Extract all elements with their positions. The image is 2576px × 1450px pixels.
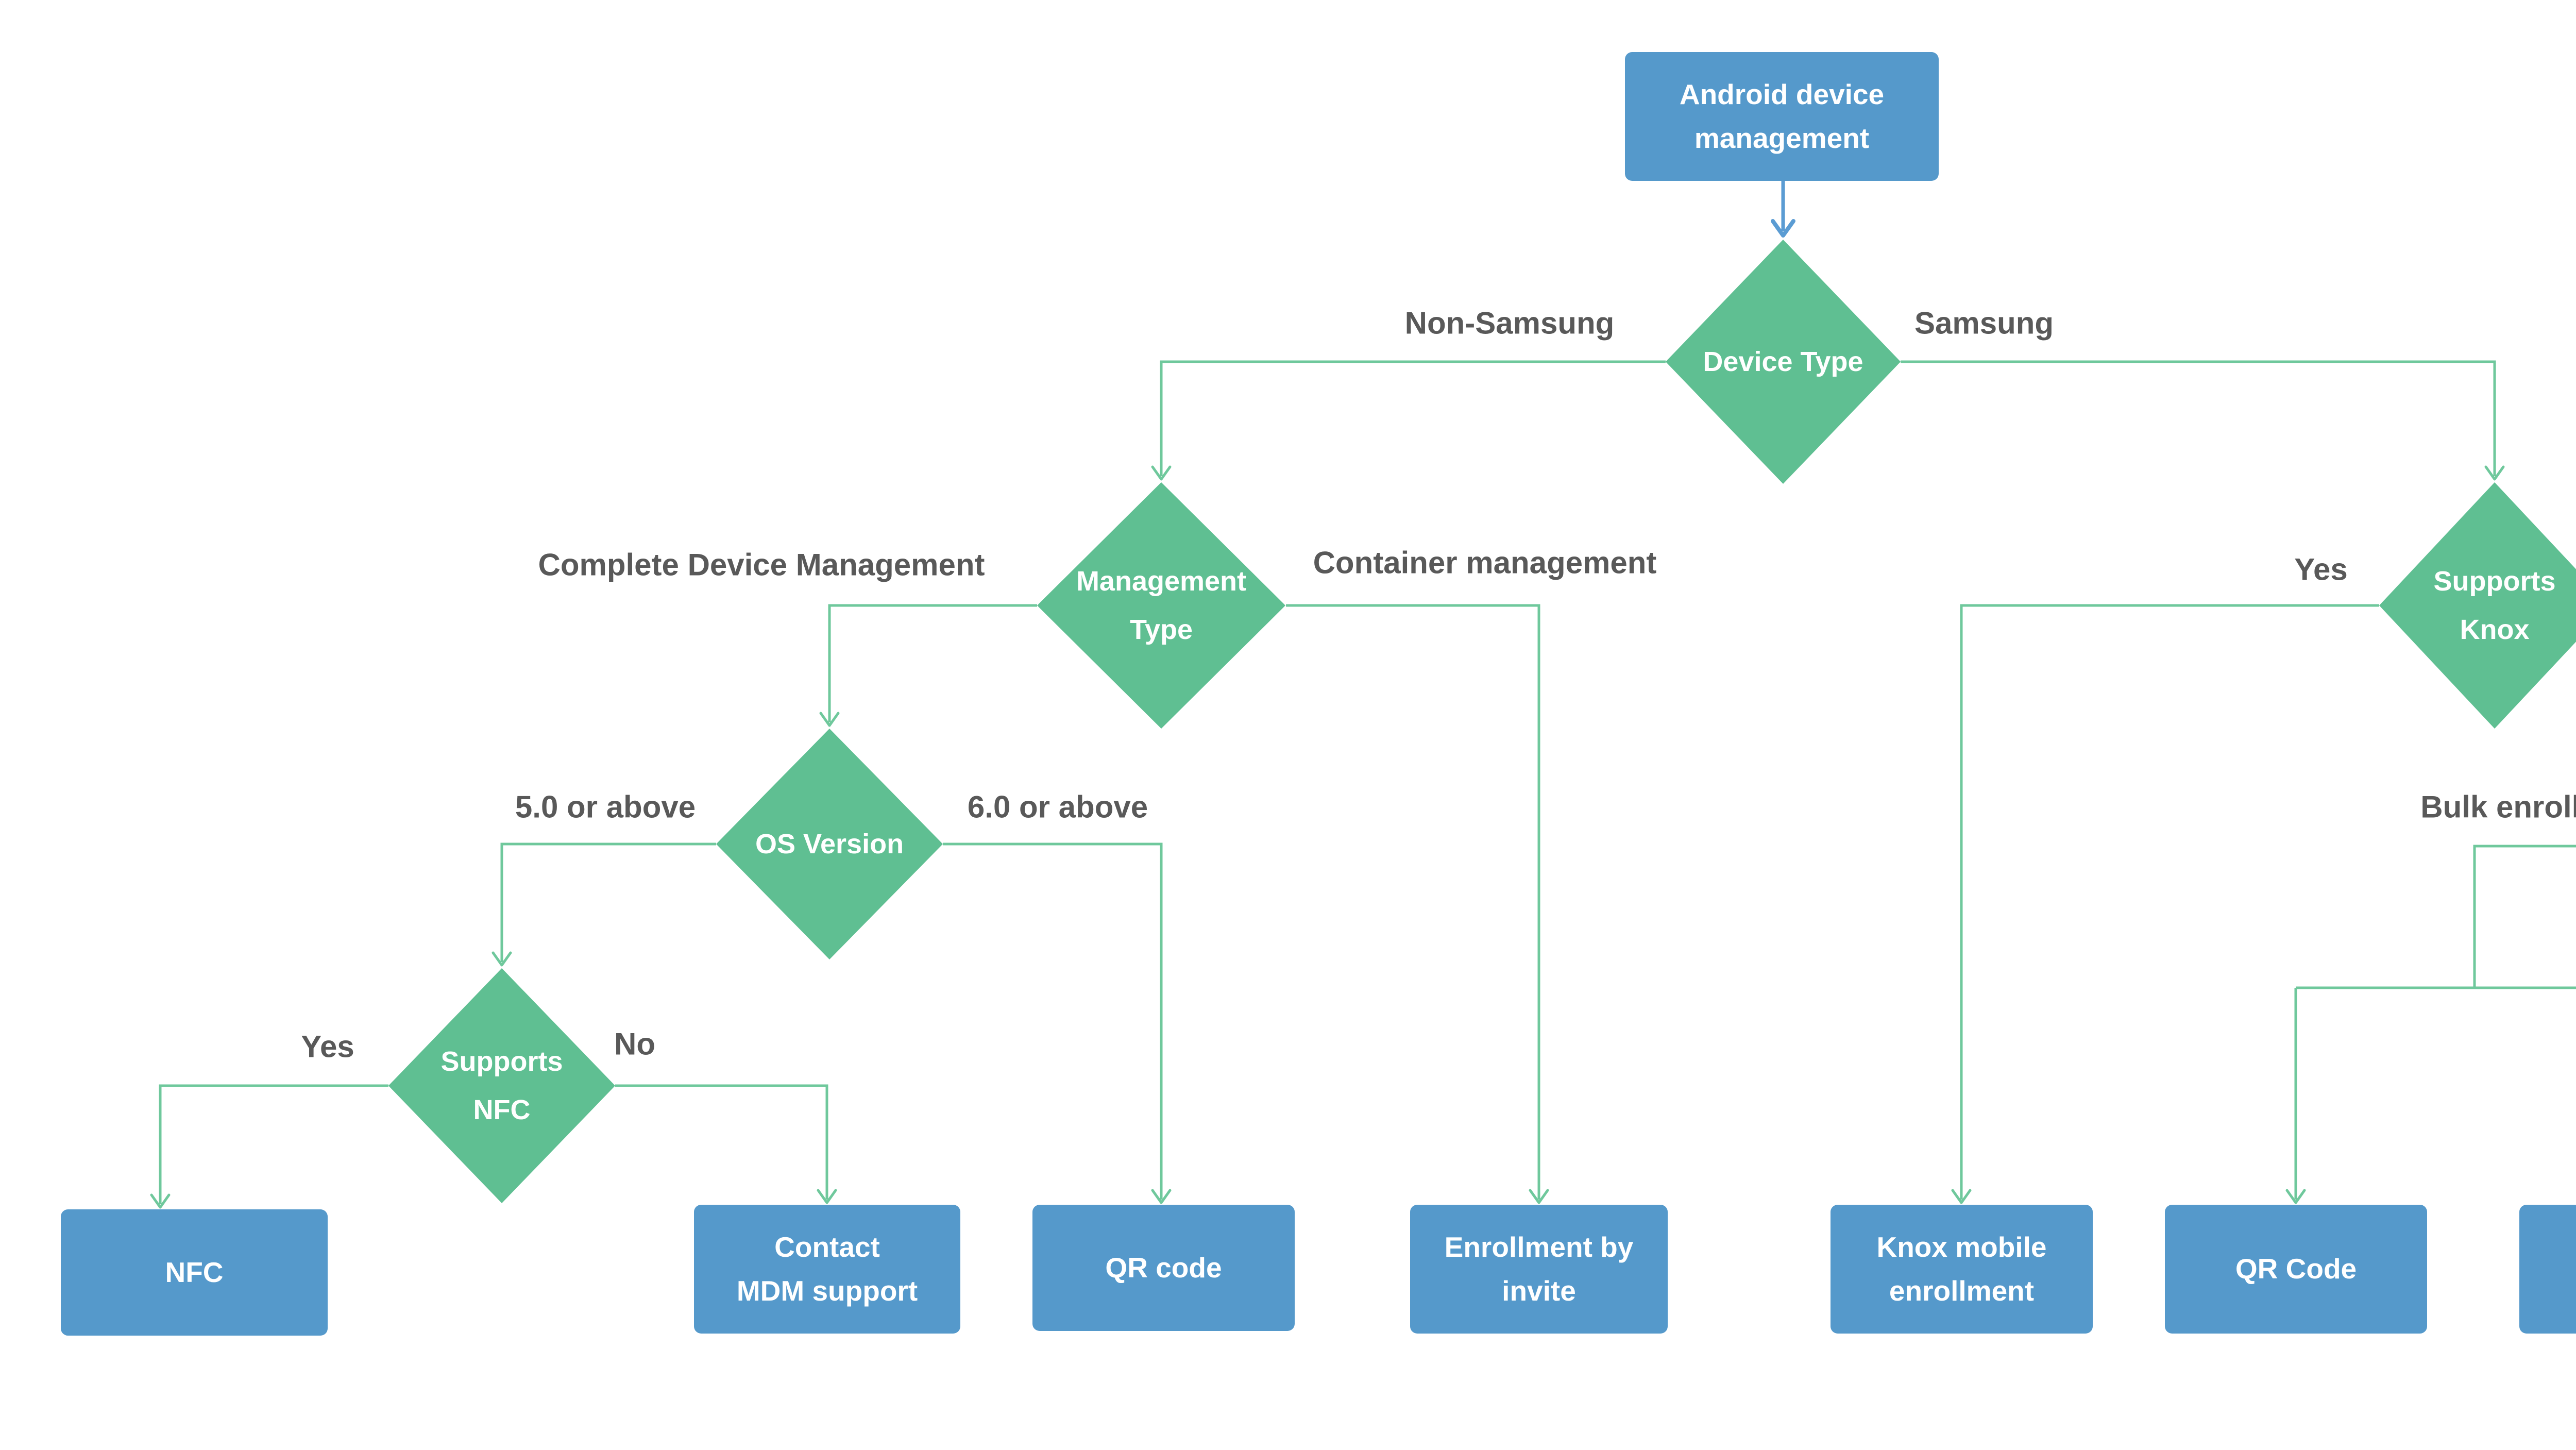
edge-enrtype-bulk [2473,845,2576,988]
arrowhead-invite-left [1529,1189,1549,1204]
leaf-box-qr-code: QR code [1032,1205,1295,1331]
node-label-line: NFC [165,1256,224,1288]
leaf-box-nfc-bulk: NFC [2519,1205,2576,1334]
arrowhead-os-top [819,712,840,727]
leaf-box-contact-mdm-support: Contact MDM support [694,1205,960,1334]
edge-nfc-no [615,1084,828,1200]
branch-label-nfc-yes: Yes [301,1029,354,1064]
arrowhead-mgmt-top [1151,465,1172,481]
arrowhead-nfc-left-box [150,1193,171,1209]
edge-knox-yes [1960,604,2379,1200]
edge-device-samsung [1901,360,2496,476]
node-label-line: Supports [2433,565,2556,597]
edge-mgmt-complete [828,604,1037,722]
node-label-line: OS Version [755,828,904,859]
node-label-line: Type [1129,614,1193,645]
node-label-line: Contact [774,1230,880,1263]
edge-nfc-yes [159,1084,388,1204]
node-label-line: Knox [2460,614,2530,645]
branch-label-os-5-or-above: 5.0 or above [515,789,696,824]
leaf-box-enrollment-by-invite: Enrollment by invite [1410,1205,1668,1334]
node-label-line: management [1694,122,1870,154]
arrowhead-contact-box [817,1189,837,1204]
node-label-line: enrollment [1889,1275,2035,1307]
node-label-line: QR Code [2235,1253,2357,1285]
node-label-line: Supports [440,1046,563,1077]
leaf-box-knox-mobile-enrollment: Knox mobile enrollment [1831,1205,2093,1334]
root-box-android-device-management: Android device management [1625,52,1939,181]
branch-label-container-management: Container management [1313,545,1657,580]
branch-label-knox-yes: Yes [2294,552,2348,587]
arrowhead-device-top [1771,219,1795,238]
leaf-box-nfc: NFC [61,1209,328,1336]
node-label-line: Knox mobile [1876,1230,2047,1263]
node-label-line: Enrollment by [1444,1230,1634,1263]
leaf-box-qr-code-bulk: QR Code [2165,1205,2427,1334]
arrowhead-knox-mobile [1951,1189,1972,1204]
branch-label-complete-device-management: Complete Device Management [538,547,985,582]
arrowhead-qr-right [2285,1189,2306,1204]
node-label-line: NFC [473,1094,531,1125]
edge-mgmt-container [1286,604,1540,1200]
arrowhead-knox-top [2484,465,2505,481]
branch-label-os-6-or-above: 6.0 or above [967,789,1148,824]
edge-device-nonsamsung [1160,360,1666,476]
edge-os-60 [943,842,1163,1200]
arrowhead-nfc-diamond-top [492,951,512,967]
node-label-line: Management [1076,565,1247,597]
node-label-line: MDM support [736,1275,918,1307]
node-label-line: invite [1502,1275,1576,1307]
arrowhead-qr-left [1151,1189,1172,1204]
node-label-line: QR code [1105,1251,1222,1284]
node-label-line: Device Type [1703,346,1863,377]
node-label-line: Android device [1679,78,1885,110]
branch-label-nfc-no: No [614,1026,655,1061]
branch-label-bulk-enrollment: Bulk enrollment [2420,789,2576,824]
branch-label-samsung: Samsung [1914,306,2054,341]
edge-os-50 [500,842,716,962]
branch-label-non-samsung: Non-Samsung [1404,306,1615,341]
